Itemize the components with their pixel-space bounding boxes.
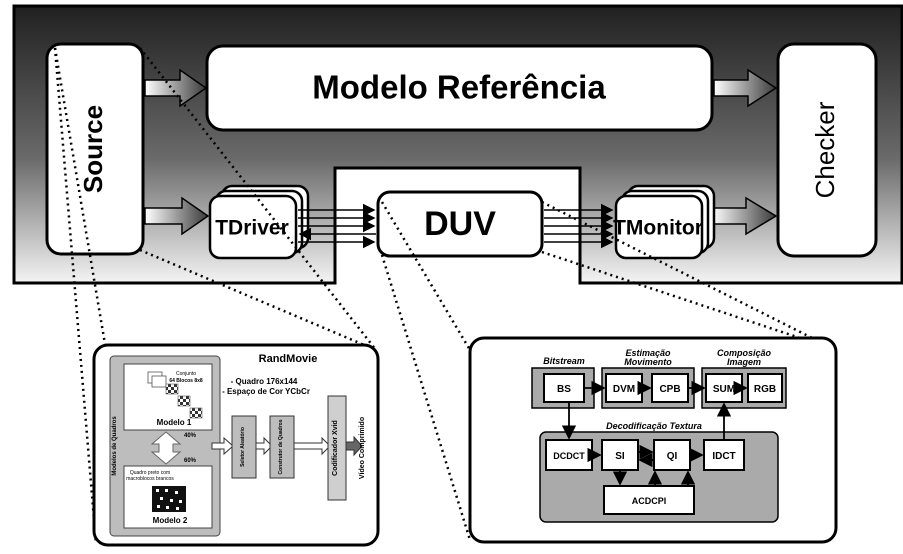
selector-to-builder-arrow <box>255 436 273 456</box>
duv-detail-panel: Bitstream Estimação Movimento Composição… <box>468 336 838 544</box>
tmonitor-to-checker-arrow <box>711 196 778 236</box>
texture-title: Decodificação Textura <box>606 421 702 431</box>
acdcpi-label: ACDCPI <box>632 496 667 506</box>
dcdct-label: DCDCT <box>553 451 585 461</box>
sum-label: SUM <box>713 384 735 395</box>
model1-box <box>123 363 213 431</box>
bs-label: BS <box>557 384 571 395</box>
block-set-label-1: Conjunto <box>176 371 196 377</box>
composition-title-2: Imagem <box>727 357 761 367</box>
model-to-checker-arrow <box>713 68 778 108</box>
frame-models-label: Modelos de Quadros <box>112 416 118 476</box>
duv-label: DUV <box>424 205 496 243</box>
si-block <box>601 439 639 471</box>
model1-label: Modelo 1 <box>157 418 192 427</box>
cpb-block <box>651 373 689 403</box>
model-select-arrow <box>150 431 182 465</box>
idct-block <box>703 439 745 471</box>
frame-spec-2: - Espaço de Cor YCbCr <box>222 387 310 396</box>
random-selector-label: Seletor Aleatório <box>240 427 246 467</box>
source-to-model-arrow <box>144 68 208 108</box>
rgb-label: RGB <box>754 384 776 395</box>
motion-title-1: Estimação <box>625 348 671 358</box>
black-frame-label-1: Quadro preto com <box>130 470 170 476</box>
randmovie-panel: RandMovie Modelos de Quadros Conjunto 64… <box>92 343 380 547</box>
compressed-video-label: Vídeo Comprimido <box>359 417 366 479</box>
source-label: Source <box>78 105 108 193</box>
pct-bottom: 60% <box>184 458 197 464</box>
motion-title-2: Movimento <box>624 357 672 367</box>
xvid-encoder-label: Codificador Xvid <box>332 420 339 476</box>
reference-model-label: Modelo Referência <box>312 69 606 106</box>
tdriver-label: TDriver <box>215 217 289 240</box>
bs-block <box>543 373 585 403</box>
model2-label: Modelo 2 <box>153 516 188 525</box>
si-label: SI <box>615 451 625 462</box>
frame-builder-label: Construtor de Quadros <box>278 419 284 474</box>
pct-top: 40% <box>184 433 197 439</box>
acdcpi-block <box>603 485 695 515</box>
tdriver-duv-signals <box>298 203 376 249</box>
idct-label: IDCT <box>712 451 735 462</box>
cpb-label: CPB <box>659 384 680 395</box>
tdriver-block: TDriver <box>208 184 310 260</box>
zoom-lines <box>53 47 837 545</box>
bitstream-title: Bitstream <box>543 356 585 366</box>
models-to-selector-arrow <box>211 436 234 456</box>
white-macroblocks <box>156 489 182 510</box>
checker-block <box>776 42 878 258</box>
tmonitor-block: TMonitor <box>613 184 716 260</box>
duv-detail-connections <box>561 380 748 486</box>
duv-tmonitor-signals <box>544 203 614 249</box>
rgb-block <box>747 373 783 403</box>
dvm-label: DVM <box>613 384 635 395</box>
dvm-block <box>605 373 643 403</box>
frame-spec-1: - Quadro 176x144 <box>231 377 298 386</box>
builder-to-encoder-arrow <box>293 436 331 456</box>
source-to-tdriver-arrow <box>144 196 210 236</box>
tmonitor-label: TMonitor <box>613 217 703 240</box>
composition-title-1: Composição <box>717 348 772 358</box>
duv-block <box>376 190 544 258</box>
source-block <box>45 42 145 256</box>
qi-label: QI <box>667 451 678 462</box>
checker-label: Checker <box>810 101 840 198</box>
black-frame-label-2: macroblocos brancos <box>126 476 174 482</box>
encoder-output-arrow <box>345 435 363 457</box>
randmovie-title: RandMovie <box>259 353 318 365</box>
block-set-label-2: 64 Blocos 8x8 <box>169 378 203 384</box>
